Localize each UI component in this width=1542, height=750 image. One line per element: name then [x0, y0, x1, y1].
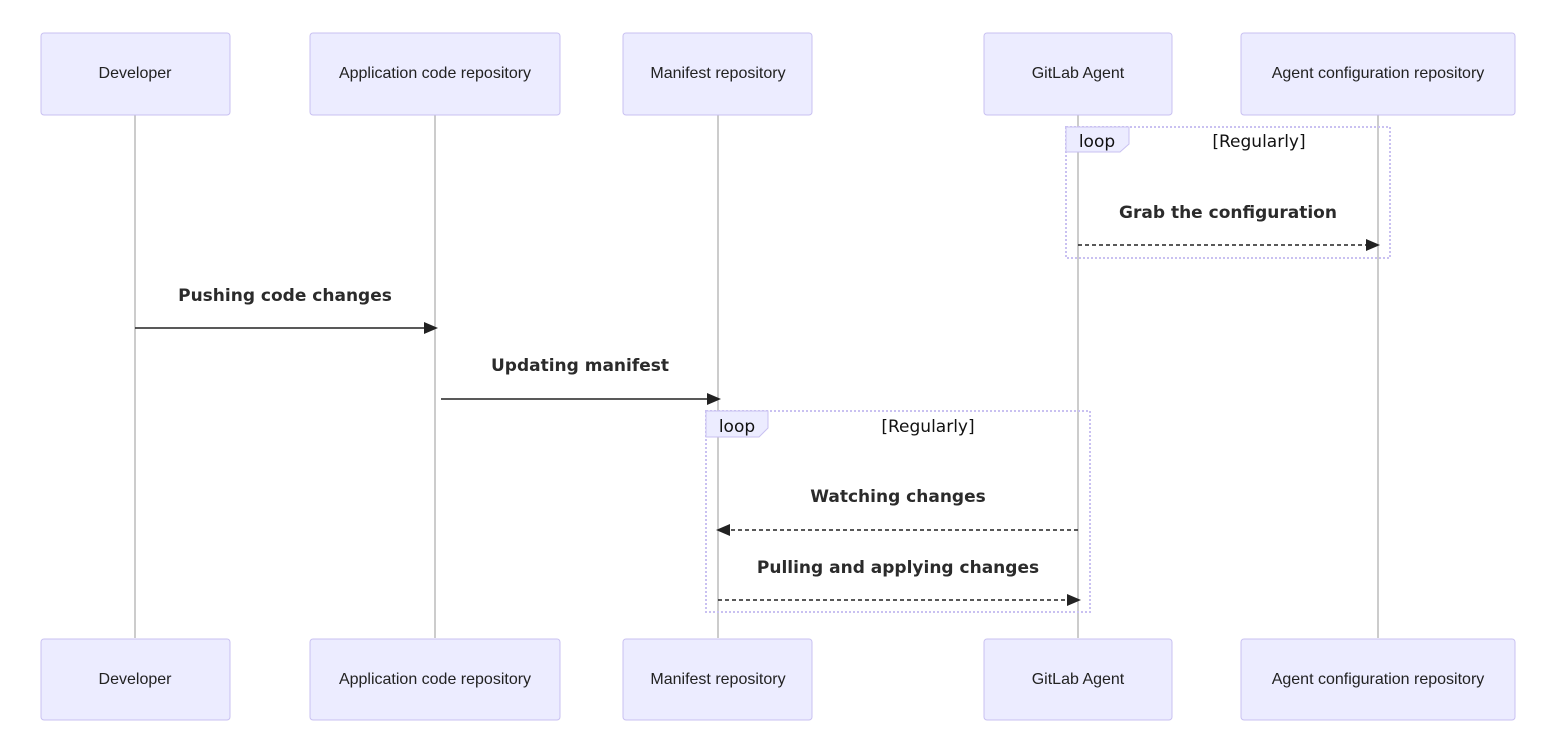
message-updating-manifest: Updating manifest — [441, 356, 721, 405]
actor-label: Manifest repository — [650, 65, 785, 82]
arrowhead — [716, 524, 730, 536]
loop-condition: [Regularly] — [1212, 132, 1305, 152]
actor-bottom-application-code-repository: Application code repository — [309, 638, 561, 721]
loop-block: loop [Regularly] — [1065, 126, 1391, 259]
loop-block: loop [Regularly] — [705, 410, 1091, 613]
message-pushing-code-changes: Pushing code changes — [135, 286, 438, 334]
actor-top-agent-configuration-repository: Agent configuration repository — [1240, 32, 1516, 116]
message-label: Pulling and applying changes — [757, 558, 1039, 578]
actor-label: Application code repository — [339, 671, 531, 688]
actor-top-application-code-repository: Application code repository — [309, 32, 561, 116]
actor-label: GitLab Agent — [1032, 65, 1125, 82]
actor-label: GitLab Agent — [1032, 671, 1125, 688]
actor-label: Developer — [99, 671, 173, 688]
actor-top-manifest-repository: Manifest repository — [622, 32, 813, 116]
arrowhead — [707, 393, 721, 405]
actor-top-developer: Developer — [40, 32, 231, 116]
message-label: Watching changes — [810, 487, 986, 507]
actor-label: Agent configuration repository — [1272, 65, 1485, 82]
loop-condition: [Regularly] — [881, 417, 974, 437]
message-label: Grab the configuration — [1119, 203, 1337, 223]
actor-bottom-developer: Developer — [40, 638, 231, 721]
arrowhead — [1366, 239, 1380, 251]
actor-label: Application code repository — [339, 65, 531, 82]
message-label: Pushing code changes — [178, 286, 392, 306]
loop-frame — [705, 410, 1091, 613]
loop-tab — [705, 410, 769, 438]
message-label: Updating manifest — [491, 356, 669, 376]
actor-top-gitlab-agent: GitLab Agent — [983, 32, 1173, 116]
loop-keyword: loop — [1079, 132, 1115, 152]
message-watching-changes: Watching changes — [716, 487, 1078, 536]
actor-bottom-agent-configuration-repository: Agent configuration repository — [1240, 638, 1516, 721]
message-pulling-and-applying-changes: Pulling and applying changes — [718, 558, 1081, 606]
actor-bottom-gitlab-agent: GitLab Agent — [983, 638, 1173, 721]
loop-tab — [1065, 126, 1130, 153]
message-grab-the-configuration: Grab the configuration — [1078, 203, 1380, 251]
arrowhead — [1067, 594, 1081, 606]
actor-label: Agent configuration repository — [1272, 671, 1485, 688]
arrowhead — [424, 322, 438, 334]
actor-label: Manifest repository — [650, 671, 785, 688]
actor-label: Developer — [99, 65, 173, 82]
loop-keyword: loop — [719, 417, 755, 437]
loop-frame — [1065, 126, 1391, 259]
actor-bottom-manifest-repository: Manifest repository — [622, 638, 813, 721]
